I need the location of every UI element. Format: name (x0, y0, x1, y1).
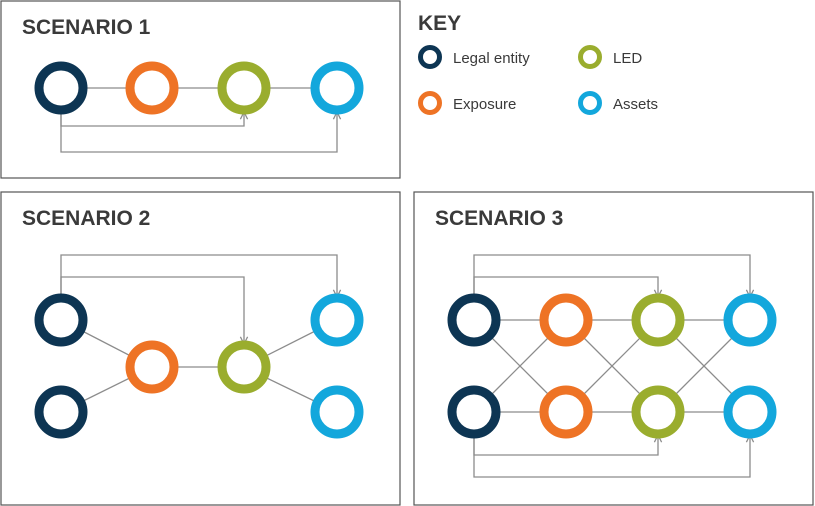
legal-entity-key-icon (418, 45, 442, 69)
led-node (217, 340, 271, 394)
assets-node (310, 385, 364, 439)
led-node (631, 385, 685, 439)
led-node (217, 61, 271, 115)
scenario-3-title: SCENARIO 3 (435, 207, 563, 230)
led-node (631, 293, 685, 347)
exposure-node (125, 61, 179, 115)
legal-entity-key-label: Legal entity (453, 50, 530, 67)
scenario-2-panel: SCENARIO 2 (0, 191, 401, 506)
key-legend: KEY Legal entity LED Exposure Assets (418, 12, 658, 115)
key-title: KEY (418, 12, 461, 35)
exposure-node (125, 340, 179, 394)
legal-entity-node (34, 293, 88, 347)
legal-entity-node (447, 293, 501, 347)
legal-entity-node (34, 385, 88, 439)
assets-key-icon (578, 91, 602, 115)
scenario-3-panel: SCENARIO 3 (413, 191, 814, 506)
exposure-key-label: Exposure (453, 96, 516, 113)
exposure-key-icon (418, 91, 442, 115)
legal-entity-node (34, 61, 88, 115)
scenario-2-border (0, 191, 401, 506)
scenario-1-title: SCENARIO 1 (22, 16, 151, 39)
led-key-label: LED (613, 50, 642, 67)
scenario-2-title: SCENARIO 2 (22, 207, 150, 230)
scenario-1-panel: SCENARIO 1 (0, 0, 401, 179)
assets-node (310, 61, 364, 115)
assets-node (723, 293, 777, 347)
assets-key-label: Assets (613, 96, 658, 113)
legal-entity-node (447, 385, 501, 439)
connector-arrow (473, 254, 750, 320)
connector-arrow (60, 88, 337, 153)
scenario-3-border (413, 191, 814, 506)
connector-arrow (473, 412, 750, 478)
exposure-node (539, 385, 593, 439)
assets-node (723, 385, 777, 439)
assets-node (310, 293, 364, 347)
led-key-icon (578, 45, 602, 69)
exposure-node (539, 293, 593, 347)
connector-arrow (60, 254, 337, 320)
